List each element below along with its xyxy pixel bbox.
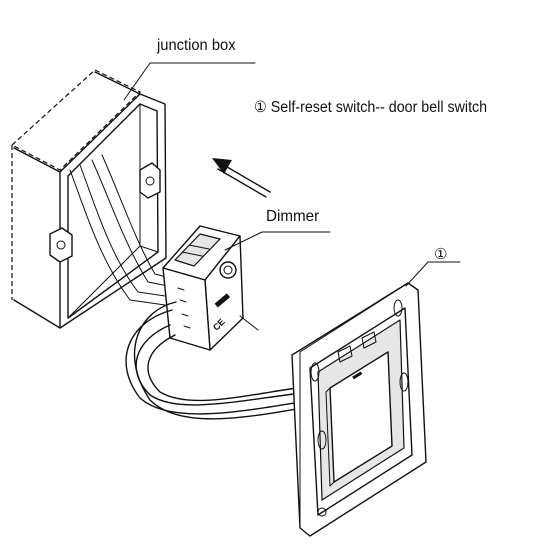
switch-callout-label: ① [434,246,448,263]
switch-rocker [329,351,393,483]
cable-2 [147,334,311,402]
cable-4 [133,301,315,420]
dimmer-logo-mark [214,293,231,308]
switch-cables [125,301,315,420]
direction-arrow [212,158,271,198]
junction-box-label: junction box [157,37,236,54]
junction-box-mount-ear-top [139,162,161,199]
dimmer-terminal-block [174,233,221,267]
junction-box-back-outline [10,69,142,171]
dimmer-adjust-knob [219,261,237,279]
dimmer-body-side [162,267,211,351]
switch-mount-slot-right [399,372,409,392]
dimmer-leader [224,231,331,251]
legend-text: ① Self-reset switch-- door bell switch [254,99,488,116]
junction-box-top-edge [94,71,141,95]
junction-box-cable-a [69,169,166,306]
cable-1 [135,324,311,406]
switch-mount-slot-left [310,362,320,382]
switch-mount-slot-bottom [317,430,327,450]
dimmer-module: CE [162,225,331,351]
wall-switch [291,282,427,537]
junction-box-cable-d [101,154,171,279]
switch-mount-slot-top [393,299,403,317]
cable-3 [125,309,313,415]
junction-box-cable-c [91,159,169,287]
switch-callout-leader [405,261,461,287]
junction-box [10,69,171,329]
junction-box-cable-b [79,164,166,297]
dimmer-label: Dimmer [266,208,320,225]
switch-indicator [352,371,363,380]
junction-box-leader [123,62,256,101]
junction-box-mount-ear-left [49,227,73,263]
